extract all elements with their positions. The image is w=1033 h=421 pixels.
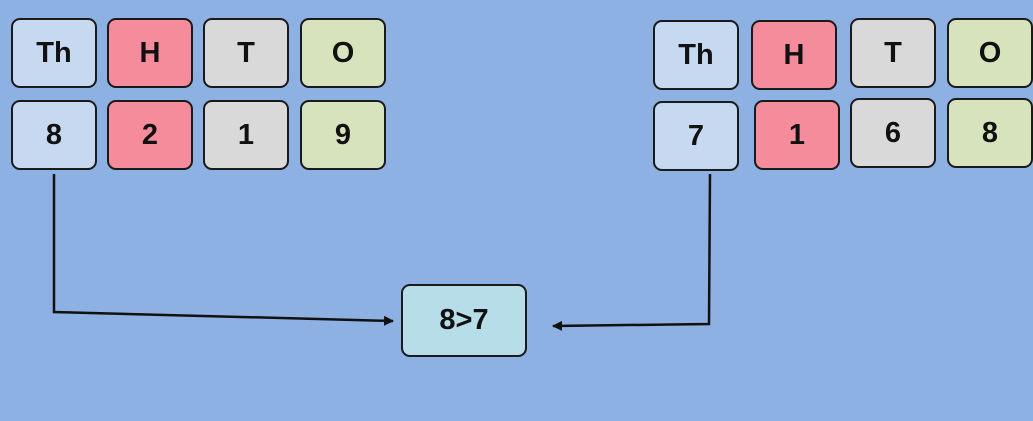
right-tens-digit: 6 [850,98,936,168]
comparison-result-box: 8>7 [401,284,527,357]
right-tens-header: T [850,18,936,88]
right-hundreds-header: H [751,20,837,90]
left-tens-header: T [203,18,289,88]
left-ones-header: O [300,18,386,88]
left-thousands-digit: 8 [11,100,97,170]
left-ones-digit: 9 [300,100,386,170]
left-thousands-arrow [52,174,394,326]
right-ones-digit: 8 [947,98,1033,168]
right-ones-header: O [947,18,1033,88]
left-thousands-header: Th [11,18,97,88]
right-thousands-header: Th [653,20,739,90]
right-hundreds-digit: 1 [754,100,840,170]
left-hundreds-digit: 2 [107,100,193,170]
left-hundreds-header: H [107,18,193,88]
left-tens-digit: 1 [203,100,289,170]
right-thousands-arrow [552,173,712,331]
right-thousands-digit: 7 [653,101,739,171]
